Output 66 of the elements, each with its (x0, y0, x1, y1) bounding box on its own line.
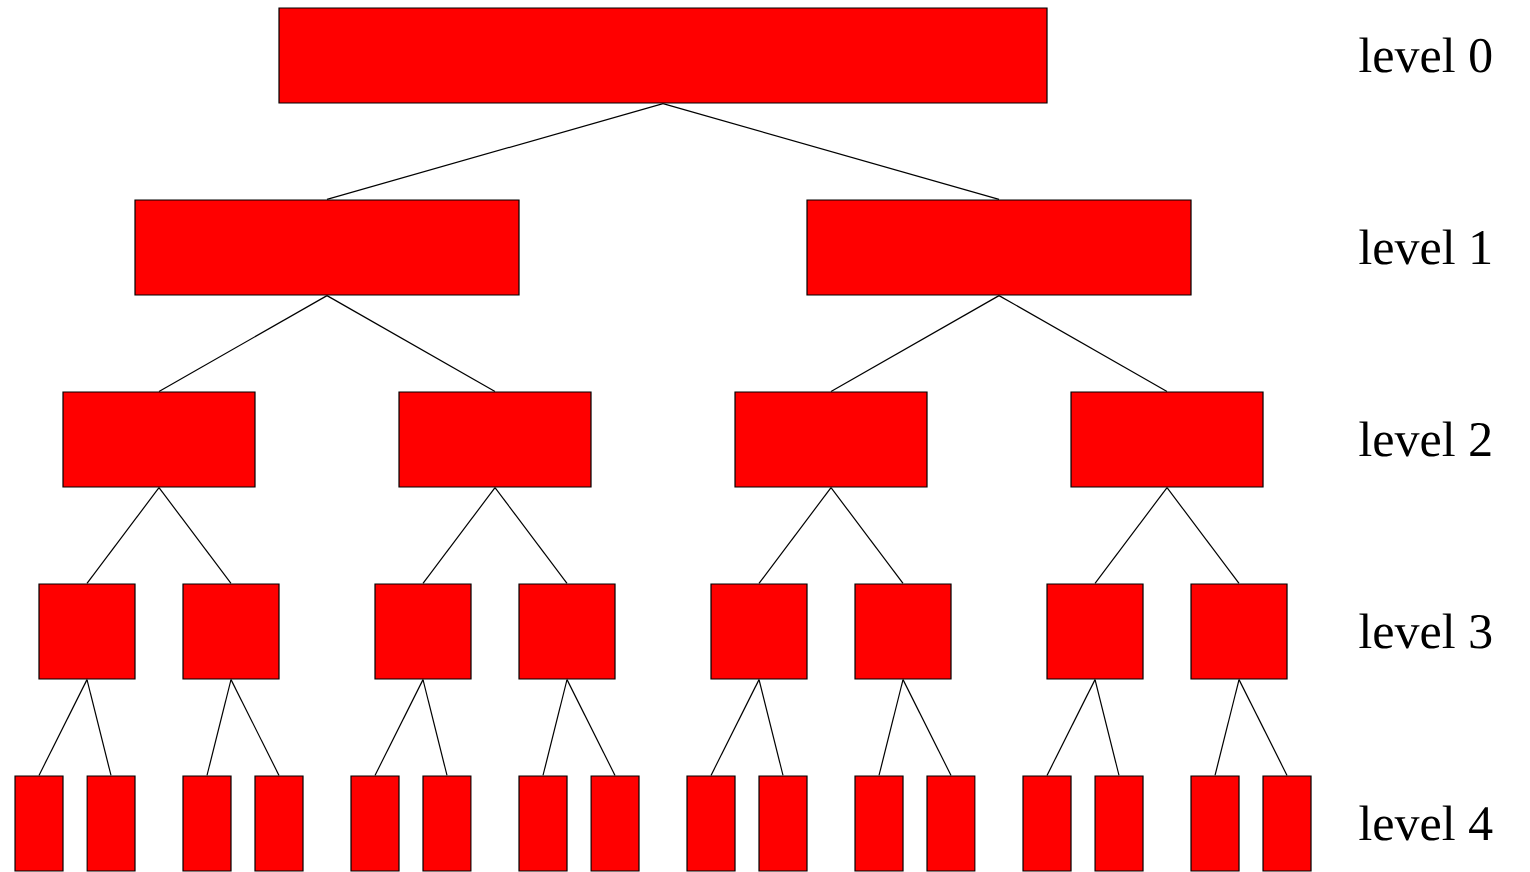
tree-node-box (38, 583, 136, 680)
tree-node-box (854, 775, 904, 872)
level-label: level 1 (1359, 229, 1491, 265)
connector-line (1094, 679, 1120, 776)
tree-node-box (182, 775, 232, 872)
level-label: level 0 (1359, 37, 1492, 73)
tree-node-box (590, 775, 640, 872)
tree-node-box (278, 7, 1048, 104)
tree-node-box (734, 391, 928, 488)
tree-node-box (1262, 775, 1312, 872)
connector-line (1166, 487, 1240, 584)
tree-node-box (1190, 775, 1240, 872)
level-label: level 4 (1359, 805, 1493, 841)
connector-line (86, 679, 112, 776)
connector-line (1046, 679, 1096, 776)
tree-node-box (758, 775, 808, 872)
tree-node-box (422, 775, 472, 872)
connector-line (230, 679, 280, 776)
tree-node-box (14, 775, 64, 872)
connector-line (38, 679, 88, 776)
connector-line (830, 295, 1000, 392)
connector-line (998, 295, 1168, 392)
connector-line (710, 679, 760, 776)
connector-line (326, 295, 496, 392)
tree-node-box (1022, 775, 1072, 872)
tree-node-box (254, 775, 304, 872)
tree-node-box (1046, 583, 1144, 680)
connector-line (662, 103, 1000, 200)
tree-node-box (62, 391, 256, 488)
level-label: level 2 (1359, 421, 1491, 457)
connector-line (830, 487, 904, 584)
connector-line (566, 679, 616, 776)
connector-line (422, 487, 496, 584)
tree-node-box (1070, 391, 1264, 488)
connector-line (158, 295, 328, 392)
tree-node-box (182, 583, 280, 680)
tree-node-box (1190, 583, 1288, 680)
tree-node-box (350, 775, 400, 872)
tree-node-box (518, 583, 616, 680)
tree-node-box (398, 391, 592, 488)
connector-line (206, 679, 232, 776)
connector-line (1214, 679, 1240, 776)
connector-line (878, 679, 904, 776)
level-label: level 3 (1359, 613, 1492, 649)
connector-line (758, 487, 832, 584)
tree-node-box (86, 775, 136, 872)
tree-node-box (1094, 775, 1144, 872)
tree-node-box (374, 583, 472, 680)
tree-node-box (926, 775, 976, 872)
tree-node-box (134, 199, 520, 296)
connector-line (1238, 679, 1288, 776)
connector-line (902, 679, 952, 776)
tree-node-box (710, 583, 808, 680)
connector-line (374, 679, 424, 776)
connector-line (494, 487, 568, 584)
connector-line (758, 679, 784, 776)
tree-node-box (518, 775, 568, 872)
connector-line (86, 487, 160, 584)
tree-node-box (686, 775, 736, 872)
connector-line (422, 679, 448, 776)
connector-line (158, 487, 232, 584)
tree-node-box (854, 583, 952, 680)
connector-line (326, 103, 664, 200)
tree-node-box (806, 199, 1192, 296)
connector-line (542, 679, 568, 776)
connector-line (1094, 487, 1168, 584)
